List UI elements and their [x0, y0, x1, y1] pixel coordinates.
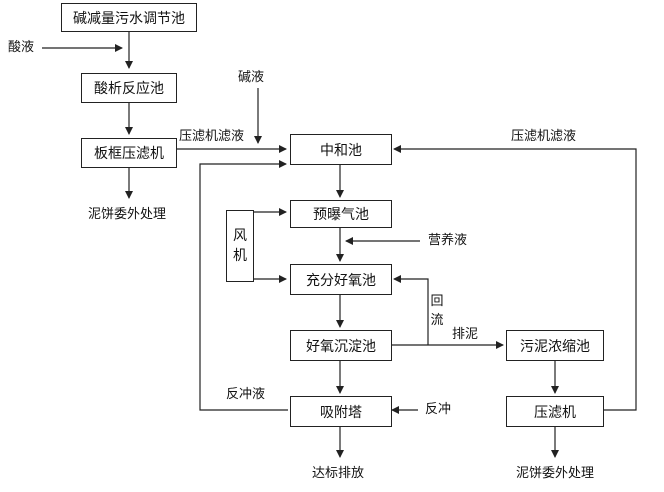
box-adsorption-tower: 吸附塔 — [290, 396, 392, 427]
fan-char-2: 机 — [233, 248, 247, 264]
box-acid-reaction: 酸析反应池 — [81, 73, 177, 103]
label-cake-left: 泥饼委外处理 — [88, 207, 167, 222]
label-alkali: 碱液 — [238, 70, 265, 85]
line-return-flow — [393, 275, 429, 345]
box-settling-pool: 好氧沉淀池 — [290, 330, 392, 361]
label-filtrate-left: 压滤机滤液 — [179, 129, 245, 144]
line-backwash-loop — [199, 160, 288, 411]
box-sludge-thickener: 污泥浓缩池 — [506, 330, 604, 361]
box-neutral-pool: 中和池 — [290, 134, 392, 165]
box-pre-aeration: 预曝气池 — [290, 200, 392, 228]
line-filtrate-right-loop — [393, 145, 637, 411]
label-sludge-discharge: 排泥 — [452, 327, 479, 342]
box-alkali-pool: 碱减量污水调节池 — [61, 3, 197, 32]
label-acid: 酸液 — [8, 40, 35, 55]
label-backwash-liquid: 反冲液 — [226, 387, 266, 402]
label-filtrate-right: 压滤机滤液 — [511, 129, 577, 144]
label-backwash: 反冲 — [425, 402, 452, 417]
fan-char-1: 风 — [233, 228, 247, 244]
box-filter-press-plate: 板框压滤机 — [81, 138, 177, 168]
label-return-char-1: 回 — [430, 294, 444, 309]
box-filter-press: 压滤机 — [506, 396, 604, 427]
label-nutrient: 营养液 — [428, 233, 468, 248]
box-fan: 风 机 — [226, 210, 254, 282]
label-cake-right: 泥饼委外处理 — [516, 466, 595, 481]
label-return-char-2: 流 — [430, 313, 444, 328]
box-aerobic-pool: 充分好氧池 — [290, 264, 392, 295]
label-discharge: 达标排放 — [312, 466, 365, 481]
